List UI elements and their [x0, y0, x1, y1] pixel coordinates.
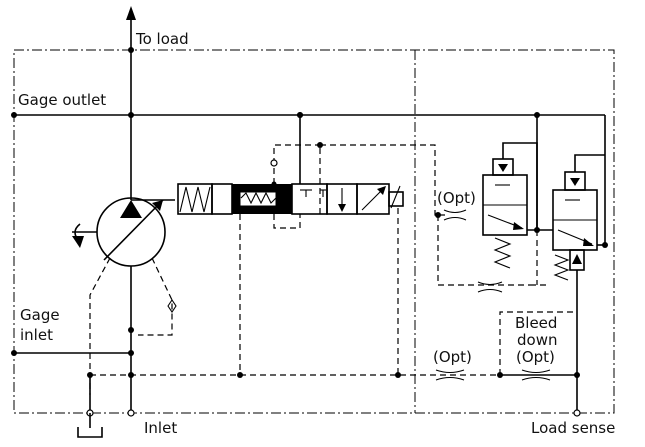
outer-enclosure: [13, 49, 615, 414]
spring-icon: [179, 186, 211, 213]
bleed-down-label-line1: Bleed: [515, 314, 557, 332]
orifice-icon: [477, 281, 503, 293]
orifice-icon: [435, 369, 465, 381]
to-load-label: To load: [135, 30, 189, 48]
spring-icon: [553, 254, 570, 281]
bleed-down-label-line3: (Opt): [516, 348, 555, 366]
load-sense-label: Load sense: [531, 419, 615, 437]
labels: To load Gage outlet Gage inlet Inlet Loa…: [18, 30, 615, 437]
main-supply-line: [126, 6, 136, 200]
opt-label-lower: (Opt): [433, 348, 472, 366]
compensator-valve: [131, 183, 404, 215]
check-icon: [167, 299, 177, 313]
pump-arrow-icon: [120, 200, 142, 218]
bleed-down-label-line2: down: [517, 331, 557, 349]
inlet-label: Inlet: [144, 419, 177, 437]
pump-symbol: [72, 197, 166, 395]
drain-line: [77, 372, 500, 438]
gage-outlet-label: Gage outlet: [18, 91, 106, 109]
orifice-icon: [443, 209, 467, 221]
orifice-icon: [521, 369, 551, 381]
enclosure-boundaries: [13, 49, 615, 414]
gage-inlet-line: [11, 327, 134, 356]
opt-label-upper: (Opt): [437, 189, 476, 207]
spring-icon: [493, 237, 512, 269]
pump-pilot-lines: [89, 257, 177, 395]
load-sense-valves: [435, 142, 608, 417]
reservoir-icon: [77, 427, 103, 438]
to-load-arrow: [126, 6, 136, 20]
compensator-pilot-lines: [239, 112, 445, 375]
gage-inlet-label-line1: Gage: [20, 306, 60, 324]
gage-inlet-label-line2: inlet: [20, 326, 53, 344]
